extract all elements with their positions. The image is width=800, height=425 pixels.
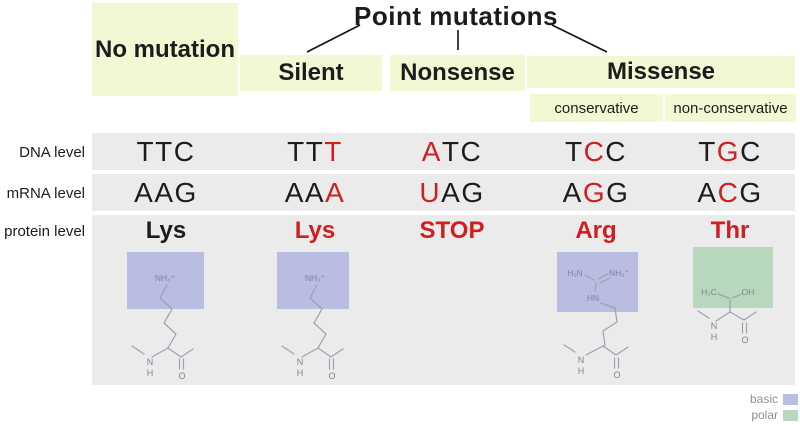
header-no-mutation: No mutation — [92, 3, 238, 96]
hydrogen-label: H — [711, 332, 718, 342]
codon-letter: A — [421, 135, 442, 167]
codon-letter: C — [605, 135, 628, 167]
oxygen-label: O — [613, 370, 620, 380]
connector-lines — [306, 24, 608, 53]
header-missense: Missense — [527, 56, 795, 88]
protein-lys-silent: Lys — [294, 217, 336, 244]
codon-letter: T — [136, 135, 156, 167]
mrna-level-row — [92, 174, 795, 211]
nitrogen-label: N — [297, 357, 304, 367]
protein-thr-nonconservative: Thr — [710, 217, 750, 244]
codon-letter: C — [740, 135, 762, 167]
h3c-group-label: H₃C — [701, 287, 717, 297]
lysine-structure: NH₃⁺ N H O — [131, 273, 194, 381]
codon-letter: G — [174, 176, 198, 208]
oh-group-label: OH — [742, 287, 755, 297]
codon-letter: C — [717, 176, 740, 208]
codon-letter: G — [739, 176, 763, 208]
codon-letter: A — [325, 176, 346, 208]
protein-level-row — [92, 215, 795, 385]
protein-lys-no-mutation: Lys — [145, 217, 187, 244]
codon-letter: G — [582, 176, 607, 208]
subheader-non-conservative: non-conservative — [665, 94, 796, 122]
hn-group-label: HN — [587, 293, 599, 303]
codon-letter: T — [155, 135, 174, 167]
polar-color-swatch — [783, 409, 798, 421]
arginine-structure: H₂N NH₂⁺ HN N H O — [563, 268, 630, 380]
codon-letter: A — [562, 176, 583, 208]
codon-letter: C — [460, 135, 483, 167]
codon-letter: T — [305, 135, 325, 167]
dna-level-label: DNA level — [19, 144, 85, 161]
legend-item-basic: basic — [750, 392, 798, 406]
codon-letter: C — [583, 135, 606, 167]
codon-letter: T — [441, 135, 461, 167]
amine-group-label: NH₃⁺ — [305, 273, 326, 283]
codon-letter: G — [606, 176, 630, 208]
protein-arg-conservative: Arg — [575, 217, 617, 244]
nh2-group-label: NH₂⁺ — [609, 268, 630, 278]
codon-letter: G — [461, 176, 485, 208]
codon-letter: C — [173, 135, 196, 167]
nitrogen-label: N — [147, 357, 154, 367]
codon-letter: A — [304, 176, 326, 208]
codon-letter: U — [419, 176, 442, 208]
page-title: Point mutations — [354, 1, 558, 31]
protein-level-label: protein level — [4, 223, 85, 240]
header-silent: Silent — [240, 55, 382, 91]
h2n-group-label: H₂N — [567, 268, 583, 278]
codon-letter: A — [284, 176, 305, 208]
basic-group-highlight — [277, 252, 349, 309]
codon-letter: G — [716, 135, 741, 167]
basic-group-highlight — [557, 252, 638, 312]
codon-letter: A — [154, 176, 175, 208]
nitrogen-label: N — [711, 321, 718, 331]
oxygen-label: O — [328, 371, 335, 381]
subheader-conservative: conservative — [530, 94, 663, 122]
amine-group-label: NH₃⁺ — [155, 273, 176, 283]
basic-color-swatch — [783, 393, 798, 405]
codon-letter: T — [564, 135, 584, 167]
legend-label: polar — [751, 408, 778, 422]
lysine-structure: NH₃⁺ N H O — [281, 273, 344, 381]
dna-level-row — [92, 133, 795, 170]
hydrogen-label: H — [297, 368, 304, 378]
threonine-structure: H₃C OH N H O — [697, 287, 757, 345]
mrna-level-label: mRNA level — [6, 185, 85, 202]
oxygen-label: O — [741, 335, 748, 345]
codon-letter: T — [287, 135, 306, 167]
codon-letter: T — [698, 135, 717, 167]
oxygen-label: O — [178, 371, 185, 381]
codon-letter: A — [441, 176, 462, 208]
codon-letter: A — [134, 176, 155, 208]
legend-label: basic — [749, 392, 778, 406]
header-nonsense: Nonsense — [390, 55, 525, 91]
legend: basic polar — [750, 392, 798, 422]
nitrogen-label: N — [578, 355, 585, 365]
codon-letter: A — [697, 176, 718, 208]
hydrogen-label: H — [147, 368, 154, 378]
basic-group-highlight — [127, 252, 204, 309]
legend-item-polar: polar — [751, 408, 798, 422]
hydrogen-label: H — [578, 366, 585, 376]
codon-letter: T — [324, 135, 343, 167]
protein-stop-nonsense: STOP — [419, 217, 485, 244]
